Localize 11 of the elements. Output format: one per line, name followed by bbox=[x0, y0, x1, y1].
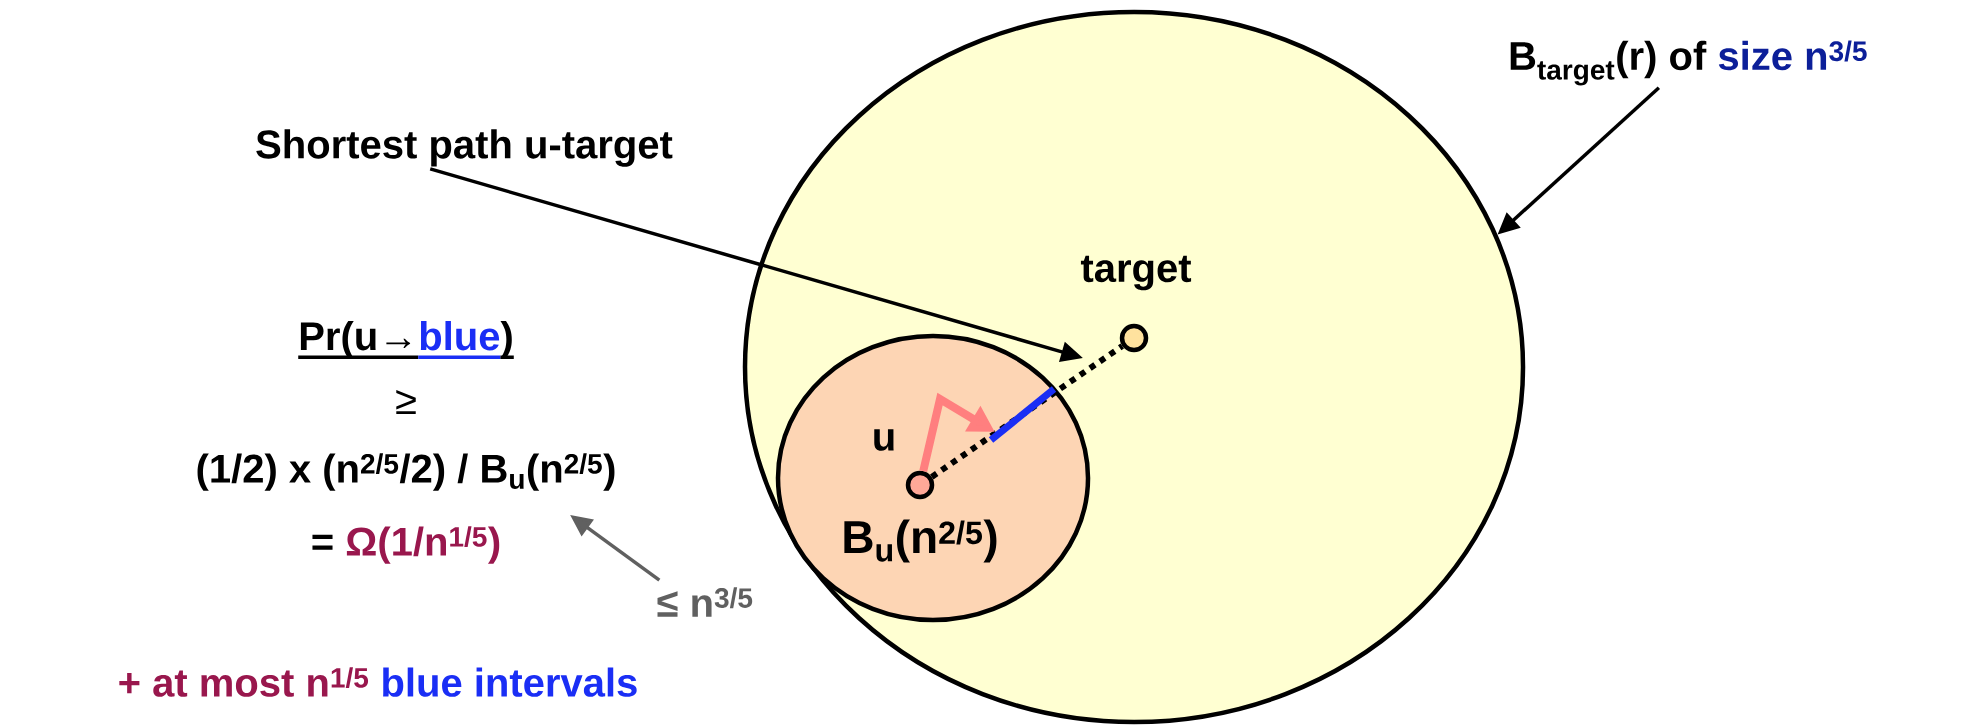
ball-label: B$_{u}$(n$^{2/5}$) bbox=[844, 519, 997, 563]
annotation-text: ≤ n$^{3/5}$ bbox=[657, 587, 753, 617]
formula-text: = Ω(1/n$^{1/5}$) bbox=[312, 526, 500, 564]
inequality-sign: ≥ bbox=[396, 390, 416, 415]
vertex-label: target bbox=[1080, 255, 1192, 291]
formula-text: (1/2) x (n$^{2/5}$/2) / B$_{u}$(n$^{2/5}$) bbox=[197, 453, 615, 491]
formula-text: Pr(u→ blue) bbox=[298, 321, 514, 359]
vertex-label: u bbox=[874, 429, 894, 451]
note-text: + at most n$^{1/5}$ blue intervals bbox=[119, 667, 637, 697]
annotation-text: Shortest path u-target bbox=[256, 129, 673, 167]
ball-label: B$_{target}$(r) of size n$^{3/5}$ bbox=[1510, 40, 1867, 86]
